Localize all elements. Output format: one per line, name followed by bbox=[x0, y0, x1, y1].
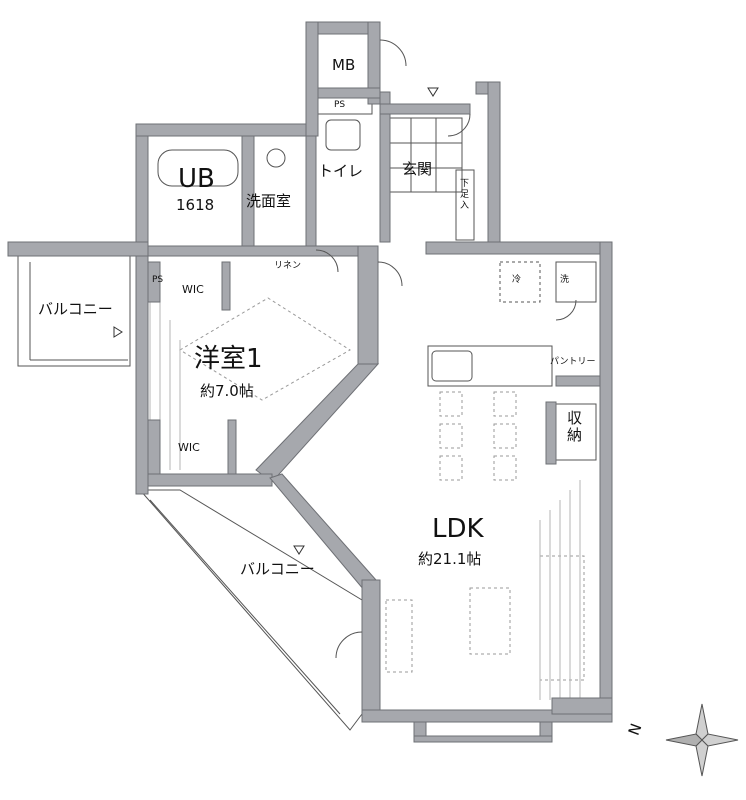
ub-size: 1618 bbox=[176, 196, 215, 214]
washroom-name: 洗面室 bbox=[246, 192, 292, 210]
thin-lines bbox=[17, 97, 597, 731]
compass-icon bbox=[665, 703, 739, 777]
laundry-name: 洗 bbox=[560, 275, 570, 285]
bedroom-name: 洋室1 bbox=[194, 344, 263, 374]
fridge-name: 冷 bbox=[512, 275, 522, 285]
markers bbox=[113, 87, 439, 555]
linen-name: リネン bbox=[274, 261, 302, 271]
ub-name: UB bbox=[178, 164, 215, 194]
ldk-size: 約21.1帖 bbox=[418, 550, 482, 568]
mb-name: MB bbox=[332, 56, 356, 74]
ldk-name: LDK bbox=[432, 514, 484, 544]
balcony-west-name: バルコニー bbox=[38, 300, 113, 318]
ps-top-name: PS bbox=[334, 100, 346, 110]
wic-top-name: WIC bbox=[182, 283, 204, 296]
wic-bottom-name: WIC bbox=[178, 441, 200, 454]
bedroom-size: 約7.0帖 bbox=[200, 382, 254, 400]
balcony-south-name: バルコニー bbox=[240, 560, 315, 578]
toilet-name: トイレ bbox=[318, 162, 364, 180]
entrance-name: 玄関 bbox=[402, 160, 433, 178]
pantry-name: パントリー bbox=[550, 357, 596, 367]
shoe-storage-name: 下足入 bbox=[458, 178, 468, 211]
walls bbox=[7, 21, 613, 743]
ps-left-name: PS bbox=[152, 275, 164, 285]
dashed-furniture bbox=[179, 297, 585, 681]
door-arcs bbox=[315, 39, 577, 659]
storage-name: 収納 bbox=[565, 410, 583, 444]
